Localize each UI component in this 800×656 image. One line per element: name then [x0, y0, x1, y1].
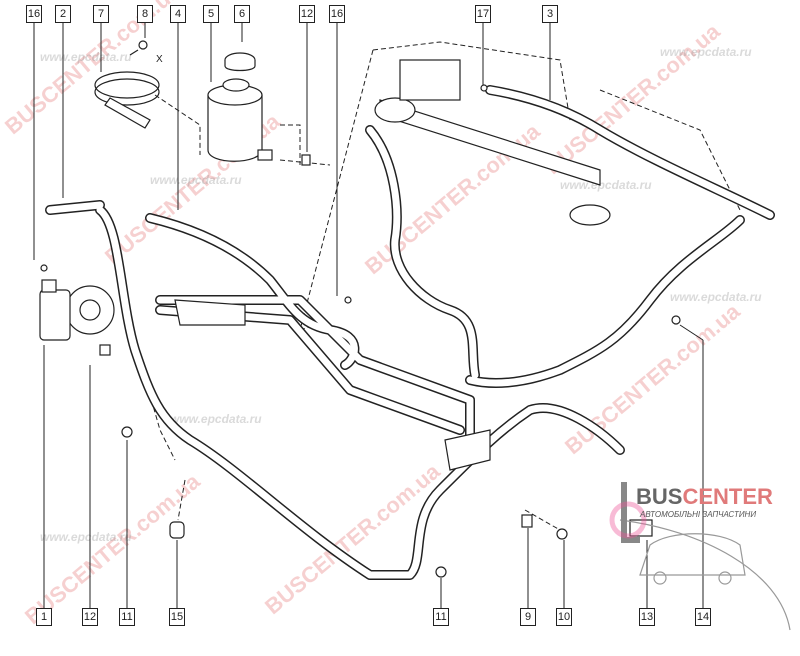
bolt-11	[121, 426, 133, 438]
logo-brand-a: BUS	[636, 484, 683, 509]
seal-17	[480, 84, 488, 92]
pressure-switch-15	[169, 521, 185, 539]
clamp-bracket-7	[94, 71, 160, 129]
clip-9	[521, 514, 533, 528]
callout-11: 11	[119, 608, 135, 626]
callout-16: 16	[26, 5, 42, 23]
buscenter-logo: BUSCENTER АВТОМОБІЛЬНІ ЗАПЧАСТИНИ	[636, 484, 773, 519]
reservoir-cap-6	[224, 52, 256, 72]
logo-tagline: АВТОМОБІЛЬНІ ЗАПЧАСТИНИ	[640, 510, 757, 519]
callout-16: 16	[329, 5, 345, 23]
callout-10: 10	[556, 608, 572, 626]
logo-b-mark	[621, 482, 640, 543]
nut-12	[99, 344, 111, 356]
leader-line	[679, 324, 704, 341]
callout-17: 17	[475, 5, 491, 23]
seal-16	[344, 296, 352, 304]
callout-5: 5	[203, 5, 219, 23]
steering-rack	[374, 59, 611, 226]
clip-12	[301, 154, 311, 166]
watermark-catalog: www.epcdata.ru	[660, 45, 752, 59]
callout-2: 2	[55, 5, 71, 23]
callout-13: 13	[639, 608, 655, 626]
callout-7: 7	[93, 5, 109, 23]
steering-pump-1	[39, 279, 115, 341]
pipe-bracket	[174, 299, 246, 326]
callout-15: 15	[169, 608, 185, 626]
callout-14: 14	[695, 608, 711, 626]
watermark-catalog: www.epcdata.ru	[670, 290, 762, 304]
seal-16	[40, 264, 48, 272]
nut-14	[671, 315, 681, 325]
reservoir-5	[207, 78, 273, 162]
callout-12: 12	[82, 608, 98, 626]
callout-4: 4	[170, 5, 186, 23]
axis-mark-x: X	[156, 54, 163, 65]
callout-11: 11	[433, 608, 449, 626]
callout-12: 12	[299, 5, 315, 23]
bolt-8	[129, 40, 148, 56]
watermark-catalog: www.epcdata.ru	[560, 178, 652, 192]
callout-8: 8	[137, 5, 153, 23]
watermark-catalog: www.epcdata.ru	[170, 412, 262, 426]
van-sketch	[619, 519, 791, 631]
logo-brand-b: CENTER	[682, 484, 773, 509]
callout-6: 6	[234, 5, 250, 23]
callout-9: 9	[520, 608, 536, 626]
bolt-10	[556, 528, 568, 540]
callout-1: 1	[36, 608, 52, 626]
pipe-bracket	[444, 429, 491, 471]
callout-3: 3	[542, 5, 558, 23]
hose-return	[465, 215, 745, 388]
bolt-11	[435, 566, 447, 578]
watermark-catalog: www.epcdata.ru	[150, 173, 242, 187]
watermark-catalog: www.epcdata.ru	[40, 530, 132, 544]
